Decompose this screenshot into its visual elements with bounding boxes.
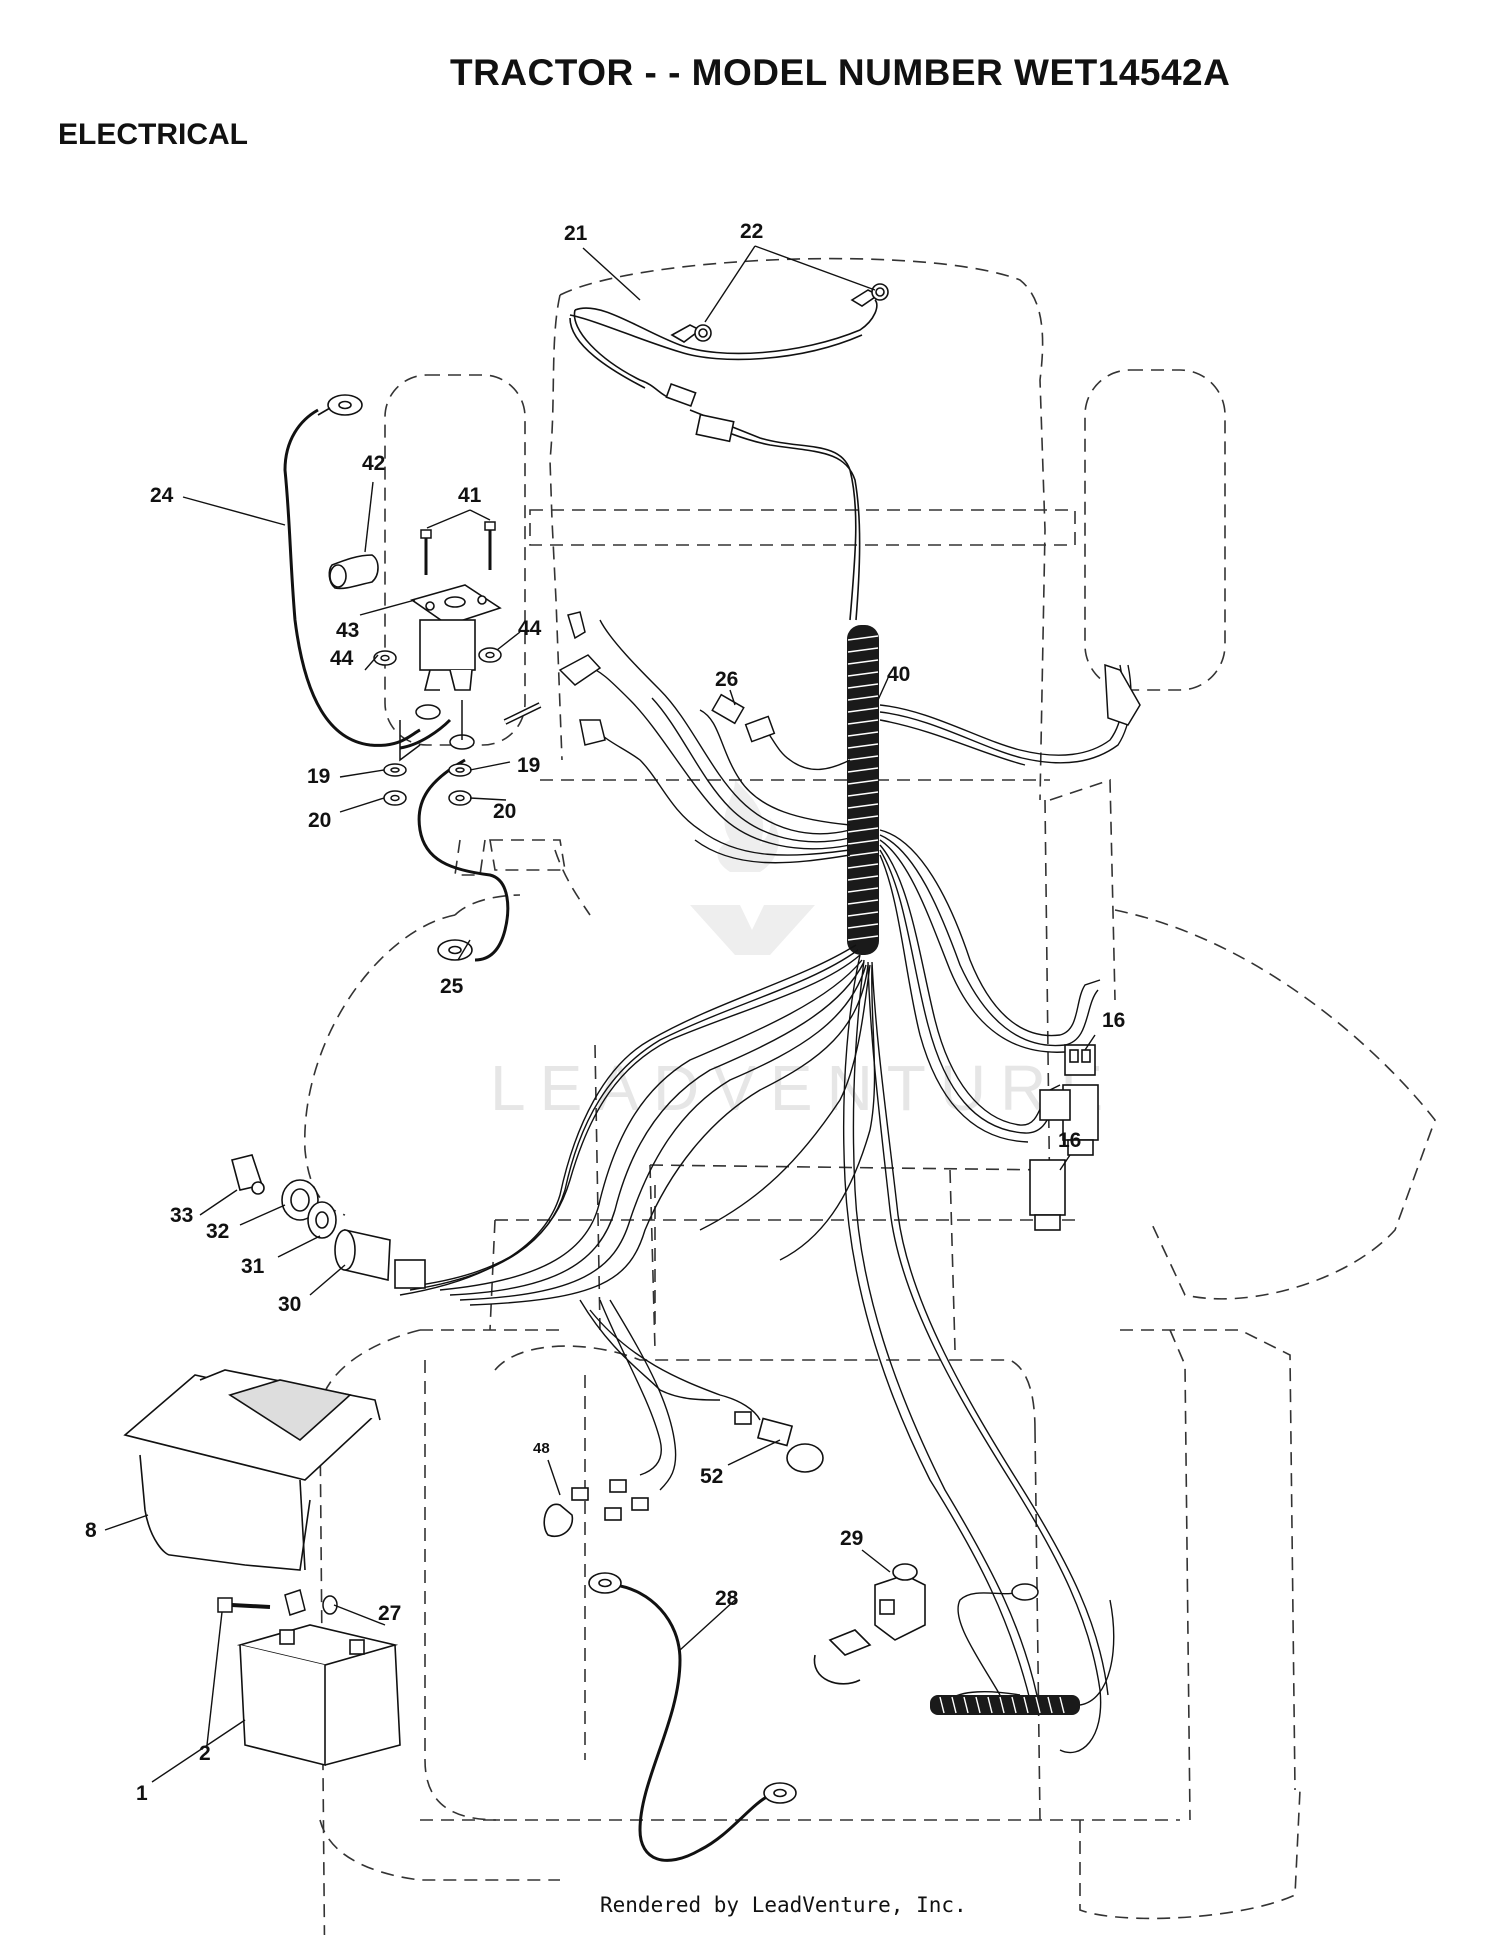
- coiled-lead: [930, 1583, 1115, 1715]
- callout-40: 40: [887, 663, 910, 686]
- callout-44-right: 44: [518, 617, 542, 640]
- leader-lines: [104, 245, 1096, 1783]
- cable-terminals: [399, 700, 542, 762]
- callout-19-right: 19: [517, 754, 540, 777]
- callout-29: 29: [840, 1527, 863, 1550]
- cable-28: [614, 1583, 771, 1862]
- callout-30: 30: [278, 1293, 301, 1316]
- coiled-harness: [847, 625, 879, 955]
- callout-20-left: 20: [308, 809, 331, 832]
- cowl-connectors: [558, 611, 1141, 746]
- callout-2: 2: [199, 1742, 211, 1765]
- callout-16-lower: 16: [1058, 1129, 1081, 1152]
- callout-1: 1: [136, 1782, 148, 1805]
- callout-22: 22: [740, 220, 763, 243]
- callout-41: 41: [458, 484, 482, 507]
- callout-31: 31: [241, 1255, 265, 1278]
- callout-19-left: 19: [307, 765, 330, 788]
- footer-credit: Rendered by LeadVenture, Inc.: [600, 1893, 967, 1917]
- callout-52: 52: [700, 1465, 723, 1488]
- callout-20-right: 20: [493, 800, 516, 823]
- switch-29: [813, 1563, 926, 1685]
- plugs-16: [1029, 1044, 1099, 1231]
- section-heading: ELECTRICAL: [58, 118, 248, 151]
- callout-32: 32: [206, 1220, 229, 1243]
- callout-44-left: 44: [330, 647, 354, 670]
- cable-25: [417, 758, 510, 962]
- washers-19-20: [383, 763, 472, 806]
- callout-labels: 21 22 24 42 41 43 44 44 19 19 20 20 25 2…: [85, 220, 1125, 1805]
- lamp-48: [543, 1479, 649, 1537]
- left-wires: [584, 619, 851, 864]
- callout-48: 48: [533, 1440, 550, 1457]
- diagram-title: TRACTOR - - MODEL NUMBER WET14542A: [450, 52, 1231, 93]
- callout-27: 27: [378, 1602, 401, 1625]
- callout-25: 25: [440, 975, 464, 998]
- callout-33: 33: [170, 1204, 193, 1227]
- callout-24: 24: [150, 484, 174, 507]
- battery-1: [236, 1624, 401, 1767]
- main-harness-wires: [399, 944, 1109, 1754]
- callout-42: 42: [362, 452, 385, 475]
- ring-terminals-28: [588, 1572, 797, 1804]
- callout-21: 21: [564, 222, 588, 245]
- ring-terminal-24: [317, 394, 363, 416]
- callout-28: 28: [715, 1587, 739, 1610]
- watermark-text: LEADVENTURE: [490, 1052, 1117, 1124]
- callout-43: 43: [336, 619, 359, 642]
- watermark: LEADVENTURE: [490, 780, 1117, 1124]
- callout-26: 26: [715, 668, 738, 691]
- ring-terminal-25: [437, 939, 473, 961]
- nut-27: [322, 1595, 338, 1615]
- battery-tray-8: [123, 1369, 381, 1571]
- callout-8: 8: [85, 1519, 97, 1542]
- bolt-2: [217, 1589, 306, 1616]
- ignition-parts: [231, 1154, 426, 1289]
- cable-24: [283, 408, 452, 750]
- solenoid-43: [410, 584, 502, 691]
- tractor-outline: [304, 257, 1436, 1935]
- headlight-harness: [569, 283, 889, 621]
- nuts-44: [373, 647, 502, 666]
- boot-42: [328, 554, 379, 590]
- bolts-41: [420, 521, 496, 575]
- lamp-52: [734, 1411, 824, 1473]
- callout-16-upper: 16: [1102, 1009, 1125, 1032]
